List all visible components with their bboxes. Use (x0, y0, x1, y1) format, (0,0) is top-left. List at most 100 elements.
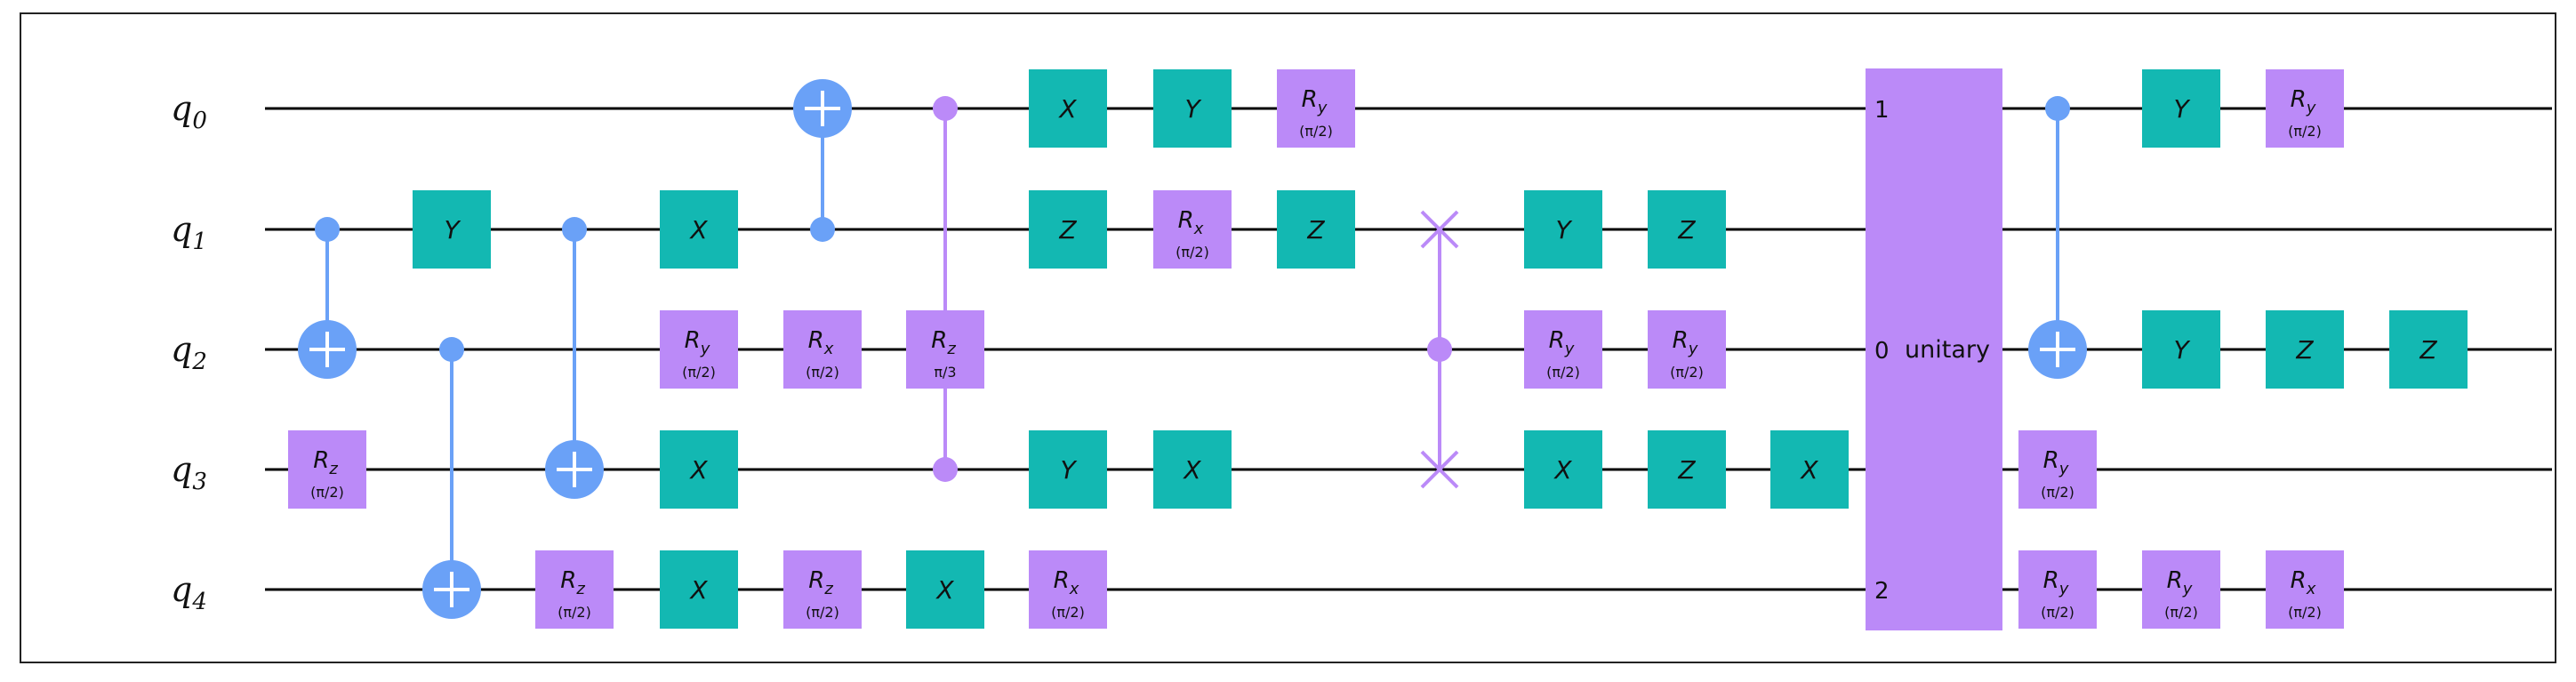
gate-y-q1-col11: Y (1524, 190, 1602, 269)
gate-label: Y (2173, 94, 2190, 124)
gate-label: X (1553, 455, 1572, 485)
gate-label: Z (2419, 335, 2437, 365)
gate-box (1153, 190, 1232, 269)
unitary-port-q4: 2 (1874, 578, 1890, 605)
gate-box (288, 430, 366, 509)
gate-param: (π/2) (806, 604, 839, 621)
gate-param: (π/2) (2288, 123, 2322, 140)
gate-label: Ry (2167, 567, 2193, 598)
gate-param: (π/2) (806, 364, 839, 381)
unitary-port-q2: 0 (1874, 338, 1890, 365)
gate-y-q3-col7: Y (1029, 430, 1107, 509)
gate-box (1029, 190, 1107, 269)
gate-box (1153, 69, 1232, 148)
unitary-label: unitary (1905, 336, 1990, 364)
gate-param: (π/2) (2288, 604, 2322, 621)
gate-param: (π/2) (1176, 244, 1209, 261)
gate-box (1524, 190, 1602, 269)
gate-ry-q4-col15: Ry(π/2) (2018, 550, 2097, 629)
gate-param: (π/2) (1051, 604, 1085, 621)
gate-x-q4-col6: X (906, 550, 984, 629)
gate-box (2266, 69, 2344, 148)
unitary-gate: unitary 1 0 2 (1866, 68, 2002, 630)
gate-rz-q3-col1: Rz (π/2) (288, 430, 366, 509)
swap-cross-0-b (1420, 210, 1459, 249)
gate-label: X (688, 215, 708, 245)
gate-rx-q4-col7: Rx(π/2) (1029, 550, 1107, 629)
gate-label: Z (1677, 455, 1696, 485)
gate-label: Rz (313, 447, 338, 478)
gate-box (1029, 69, 1107, 148)
gate-box (1524, 430, 1602, 509)
gate-param: (π/2) (310, 484, 344, 501)
gate-param: (π/2) (1546, 364, 1580, 381)
gate-box (1029, 550, 1107, 629)
gate-y-q1-col2: Y (413, 190, 491, 269)
gate-x-q4-col4: X (660, 550, 738, 629)
qubit-label-0: q0 (171, 89, 207, 134)
qubit-label-2: q2 (171, 330, 207, 375)
gate-label: X (1182, 455, 1201, 485)
gate-ry-q3-col15: Ry(π/2) (2018, 430, 2097, 509)
gate-param: (π/2) (1670, 364, 1704, 381)
gate-z-q1-col9: Z (1277, 190, 1355, 269)
gate-box (2389, 310, 2468, 389)
control-dot (810, 217, 835, 242)
gate-rx-q4-col17: Rx (π/2) (2266, 550, 2344, 629)
gate-label: Ry (1673, 327, 1698, 358)
gate-box (660, 310, 738, 389)
gate-param: (π/2) (2164, 604, 2198, 621)
unitary-port-q0: 1 (1874, 97, 1890, 124)
gate-label: Ry (1302, 86, 1328, 117)
gate-z-q2-col17: Z (2266, 310, 2344, 389)
gate-x-q3-col11: X (1524, 430, 1602, 509)
gate-param: (π/2) (1299, 123, 1333, 140)
gate-label: Y (1555, 215, 1572, 245)
qubit-label-4: q4 (171, 570, 207, 615)
cnot-col15-c0-t2 (2028, 96, 2087, 379)
gate-rx-q1-col8: Rx (π/2) (1153, 190, 1232, 269)
gate-label: X (1799, 455, 1818, 485)
gate-label: Rx (2291, 567, 2316, 598)
controlled-swap-col10 (1420, 210, 1459, 489)
gate-ry-q4-col16: Ry (π/2) (2142, 550, 2220, 629)
gate-box (660, 190, 738, 269)
gate-box (2266, 550, 2344, 629)
gate-label: Y (1060, 455, 1077, 485)
gate-box (1277, 190, 1355, 269)
qubit-label-1: q1 (171, 210, 207, 255)
gate-label: Ry (1549, 327, 1575, 358)
gate-y-q0-col8: Y (1153, 69, 1232, 148)
gate-x-q1-col4: X (660, 190, 738, 269)
figure-frame (20, 12, 2556, 663)
gate-label: X (688, 575, 708, 605)
cnot-col2-c2-t4 (422, 337, 481, 619)
control-dot (315, 217, 340, 242)
gate-box (2018, 430, 2097, 509)
gate-ry-q2-col4: Ry (π/2) (660, 310, 738, 389)
gate-box (535, 550, 614, 629)
gate-box (2142, 550, 2220, 629)
control-dot-q0 (933, 96, 958, 121)
gate-box (1648, 430, 1726, 509)
gate-label: Z (1306, 215, 1325, 245)
gate-box (2266, 310, 2344, 389)
cnot-col1-c1-t2 (298, 217, 357, 379)
gate-param: (π/2) (682, 364, 716, 381)
gate-x-q3-col8: X (1153, 430, 1232, 509)
gate-label: Rz (560, 567, 585, 598)
gate-label: X (1057, 94, 1077, 124)
gate-label: Z (2295, 335, 2314, 365)
gate-rz-q4-col5: Rz (π/2) (783, 550, 862, 629)
gate-x-q0-col7: X (1029, 69, 1107, 148)
gate-label: Rz (808, 567, 833, 598)
gate-label: Ry (685, 327, 710, 358)
gate-x-q3-col13: X (1770, 430, 1849, 509)
gate-label: X (935, 575, 954, 605)
gate-label: Rx (808, 327, 834, 358)
gate-label: Y (444, 215, 461, 245)
gate-label: Rx (1178, 207, 1204, 238)
gate-box (1648, 310, 1726, 389)
gates-group: Rz(π/2)YRz(π/2)XRy(π/2)XXRx(π/2)Rz(π/2)R… (288, 68, 2468, 630)
